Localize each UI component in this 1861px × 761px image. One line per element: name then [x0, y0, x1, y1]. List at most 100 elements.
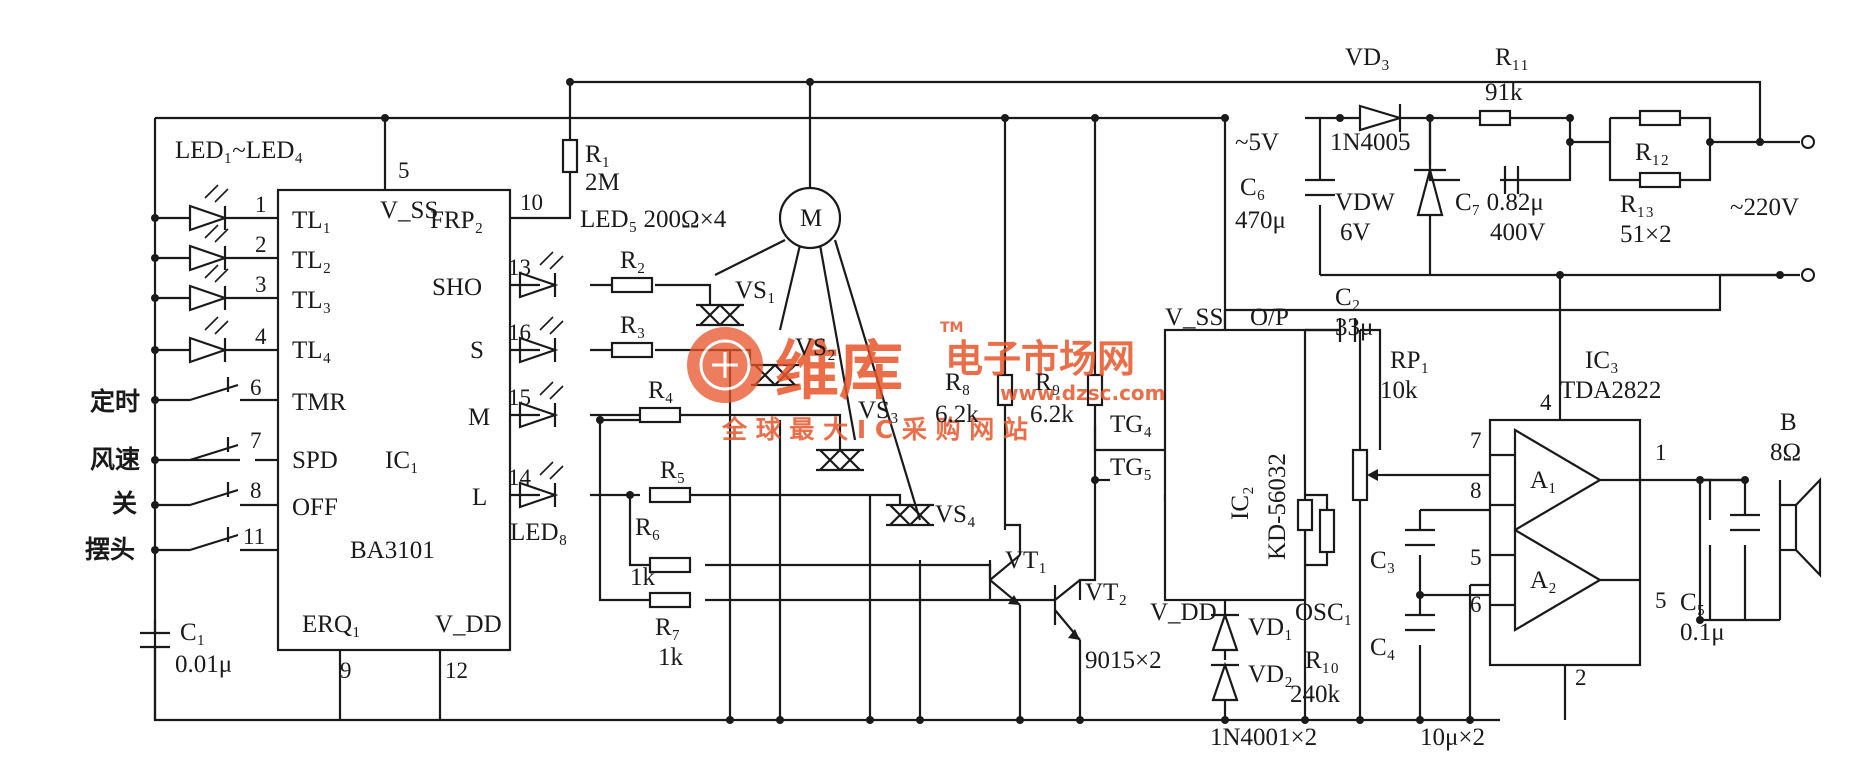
c34-value: 10μ×2 [1420, 724, 1485, 751]
led14-label: LED₁~LED₄ [175, 137, 303, 164]
tl3-label: TL₃ [292, 287, 331, 314]
capacitors [140, 166, 1760, 649]
vd3-value: 1N4005 [1330, 129, 1411, 156]
vs1-label: VS₁ [735, 277, 776, 304]
r11-value: 91k [1485, 79, 1523, 106]
ac-terminals [1801, 135, 1815, 282]
r4-label: R₄ [648, 377, 673, 404]
ic3-pin8: 8 [1470, 478, 1482, 503]
r3-resistor [610, 341, 654, 359]
ic2-body [1163, 328, 1307, 602]
pin-8: 8 [250, 478, 262, 503]
ic1-body [276, 188, 512, 652]
pin-4: 4 [255, 324, 267, 349]
ic3-pin5: 5 [1470, 545, 1482, 570]
vs4-triac [886, 503, 934, 527]
sho-label: SHO [432, 274, 482, 301]
speaker-value: 8Ω [1770, 439, 1801, 466]
pin-10: 10 [520, 190, 543, 215]
led5 [518, 271, 559, 299]
vs1-triac [696, 303, 744, 327]
c3-capacitor [1405, 528, 1435, 547]
pin-11: 11 [243, 524, 265, 549]
c5-capacitor [1730, 513, 1760, 532]
timer-switch[interactable] [189, 377, 239, 402]
vdw-label: VDW [1335, 189, 1395, 216]
c5-label: C₅ [1680, 589, 1705, 616]
vd1-label: VD₁ [1248, 614, 1293, 641]
off-switch-label: 关 [112, 489, 137, 518]
switches [189, 377, 239, 552]
r13-resistor [1638, 171, 1682, 189]
r4-resistor [638, 406, 682, 424]
junctions [151, 78, 1784, 724]
r10-resistor [1296, 498, 1314, 532]
led1 [188, 204, 229, 232]
speed-switch[interactable] [189, 437, 239, 462]
vdw-value: 6V [1340, 219, 1371, 246]
diodes [188, 104, 1446, 702]
c2-value: 33μ [1335, 314, 1373, 341]
watermark-brand: 维库 [775, 335, 903, 409]
vd12-value: 1N4001×2 [1210, 724, 1317, 751]
v5-label: ~5V [1235, 129, 1279, 156]
vd1-diode [1211, 611, 1239, 652]
r11-label: R₁₁ [1495, 44, 1529, 71]
rp1-value: 10k [1380, 377, 1418, 404]
led6 [518, 336, 559, 364]
vs2-label: VS₂ [795, 334, 836, 361]
r9-label: R₉ [1035, 369, 1060, 396]
pin-13: 13 [508, 255, 531, 280]
resistors [561, 109, 1682, 609]
rp1-label: RP₁ [1390, 347, 1429, 374]
c6-label: C₆ [1240, 174, 1265, 201]
ic3-pin6: 6 [1470, 592, 1482, 617]
tmr-label: TMR [292, 389, 347, 416]
c5-value: 0.1μ [1680, 619, 1725, 646]
vt2-label: VT₂ [1085, 579, 1127, 606]
r7-resistor [648, 591, 692, 609]
r8-label: R₈ [945, 369, 970, 396]
c4-capacitor [1405, 613, 1435, 632]
r7-value: 1k [658, 644, 684, 671]
r10-label: R₁₀ [1305, 647, 1339, 674]
speed-switch-label: 风速 [90, 445, 140, 474]
c1-value: 0.01μ [175, 651, 232, 678]
pin-7: 7 [250, 428, 262, 453]
r9-value: 6.2k [1030, 401, 1074, 428]
ic2-op: O/P [1250, 304, 1289, 331]
ic2-internal-resistor [1318, 508, 1336, 554]
vs4-label: VS₄ [935, 501, 976, 528]
r6-label: R₆ [635, 514, 660, 541]
ic1-vss: V_SS [380, 197, 438, 224]
r12-label: R₁₂ [1635, 139, 1669, 166]
ic3-pin1: 1 [1655, 440, 1667, 465]
c7-value: 400V [1490, 219, 1546, 246]
swing-switch[interactable] [189, 527, 239, 552]
off-switch[interactable] [189, 482, 239, 507]
ic1-part: BA3101 [350, 537, 435, 564]
pin-3: 3 [255, 272, 267, 297]
ic3-part: TDA2822 [1560, 377, 1661, 404]
a2-label: A₂ [1530, 567, 1557, 594]
led8-label: LED₈ [510, 519, 567, 546]
r1-value: 2M [585, 169, 620, 196]
ic3-pin7: 7 [1470, 428, 1482, 453]
r10-value: 240k [1290, 681, 1341, 708]
ic1-frp2: FRP₂ [430, 207, 483, 234]
ac-label: ~220V [1730, 194, 1799, 221]
r8-value: 6.2k [935, 401, 979, 428]
r9-resistor [1086, 373, 1104, 407]
osc-label: OSC₁ [1295, 599, 1352, 626]
l-label: L [472, 484, 487, 511]
tl4-label: TL₄ [292, 337, 331, 364]
pin-6: 6 [250, 375, 262, 400]
motor-label: M [800, 205, 822, 232]
triacs [696, 303, 934, 527]
ic2-label: IC₂ [1227, 486, 1254, 520]
ic2-vdd: V_DD [1150, 599, 1217, 626]
pin-14: 14 [508, 465, 532, 490]
led7 [518, 401, 559, 429]
led5-label: LED₅ 200Ω×4 [580, 206, 727, 233]
c2-capacitor [1305, 318, 1357, 342]
